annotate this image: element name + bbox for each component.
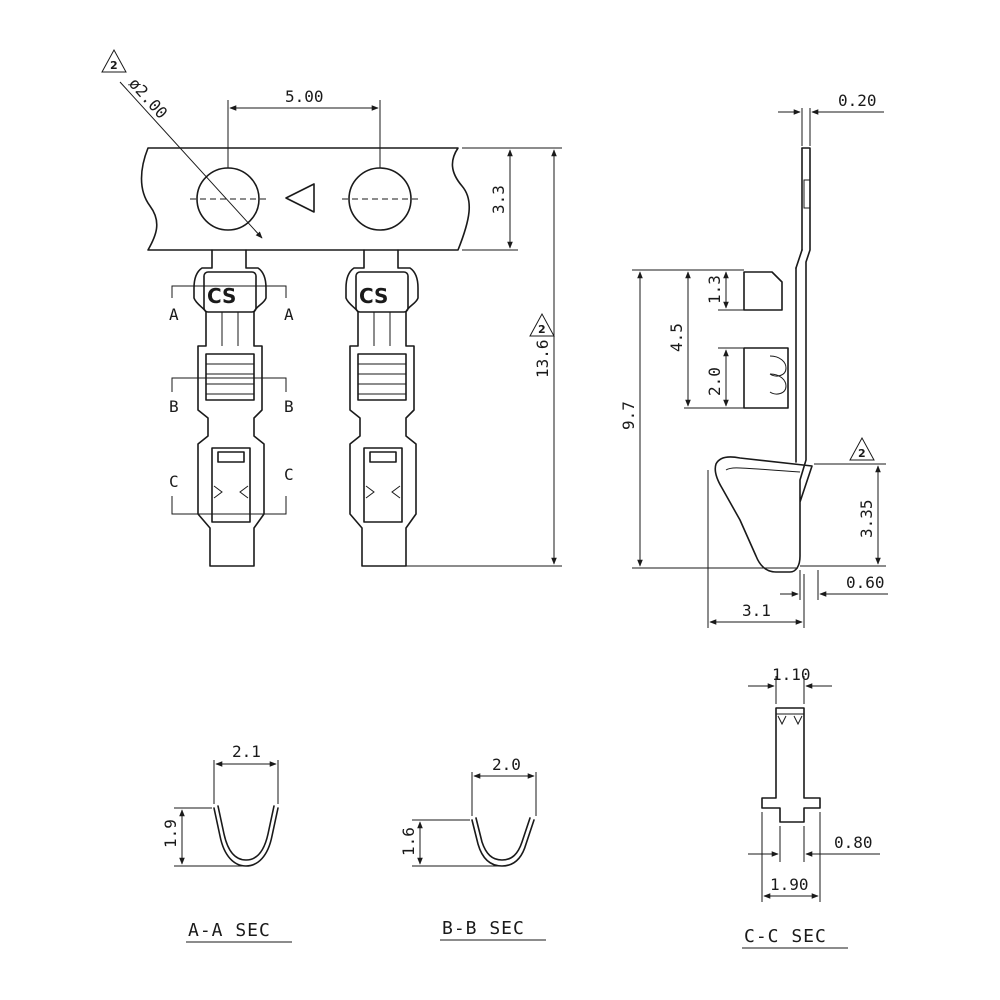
section-title-bb: B-B SEC [442, 918, 525, 939]
dim-cc-top: 1.10 [772, 665, 811, 684]
section-mark-a-right: A [284, 305, 294, 324]
pilot-hole-right [348, 167, 412, 231]
brand-mark-right: CS [359, 284, 388, 308]
section-title-aa: A-A SEC [188, 920, 271, 941]
diameter-leader [119, 81, 263, 239]
dim-width-3-1: 3.1 [742, 601, 771, 620]
rev-mark-spring: 2 [849, 436, 875, 461]
dim-bb-height: 1.6 [399, 827, 418, 856]
rev-mark-overall: 2 [529, 312, 555, 337]
section-bb [471, 817, 535, 867]
svg-text:2: 2 [110, 59, 118, 72]
section-mark-a-left: A [169, 305, 179, 324]
section-title-cc: C-C SEC [744, 926, 827, 947]
section-mark-c-left: C [169, 472, 179, 491]
terminal-right: CS [345, 249, 419, 567]
section-mark-c-right: C [284, 465, 294, 484]
dim-total-length: 9.7 [619, 401, 638, 430]
dim-carrier-height: 3.3 [489, 185, 508, 214]
dim-thickness: 0.20 [838, 91, 877, 110]
dim-hole-diameter: ø2.00 [125, 74, 171, 123]
section-aa [213, 805, 279, 867]
section-mark-b-right: B [284, 397, 294, 416]
section-cuts: A A B B C C [169, 285, 294, 515]
dim-cc-inner: 0.80 [834, 833, 873, 852]
section-cc [761, 707, 821, 823]
rev-mark-diameter: 2 [101, 48, 127, 73]
carrier-strip [140, 147, 471, 251]
orientation-triangle [285, 183, 315, 213]
dim-4-5: 4.5 [667, 323, 686, 352]
dim-overall-length: 13.6 [533, 339, 552, 378]
brand-mark-left: CS [207, 284, 236, 308]
terminal-left: CS [193, 249, 267, 567]
dim-cc-width: 1.90 [770, 875, 809, 894]
svg-text:2: 2 [538, 323, 546, 336]
dim-1-3: 1.3 [705, 275, 724, 304]
dim-2-0-side: 2.0 [705, 367, 724, 396]
dim-0-60: 0.60 [846, 573, 885, 592]
dim-pitch: 5.00 [285, 87, 324, 106]
dim-bb-width: 2.0 [492, 755, 521, 774]
dim-spring-height: 3.35 [857, 499, 876, 538]
section-mark-b-left: B [169, 397, 179, 416]
svg-text:2: 2 [858, 447, 866, 460]
dim-aa-height: 1.9 [161, 819, 180, 848]
dim-aa-width: 2.1 [232, 742, 261, 761]
side-view [714, 147, 813, 573]
